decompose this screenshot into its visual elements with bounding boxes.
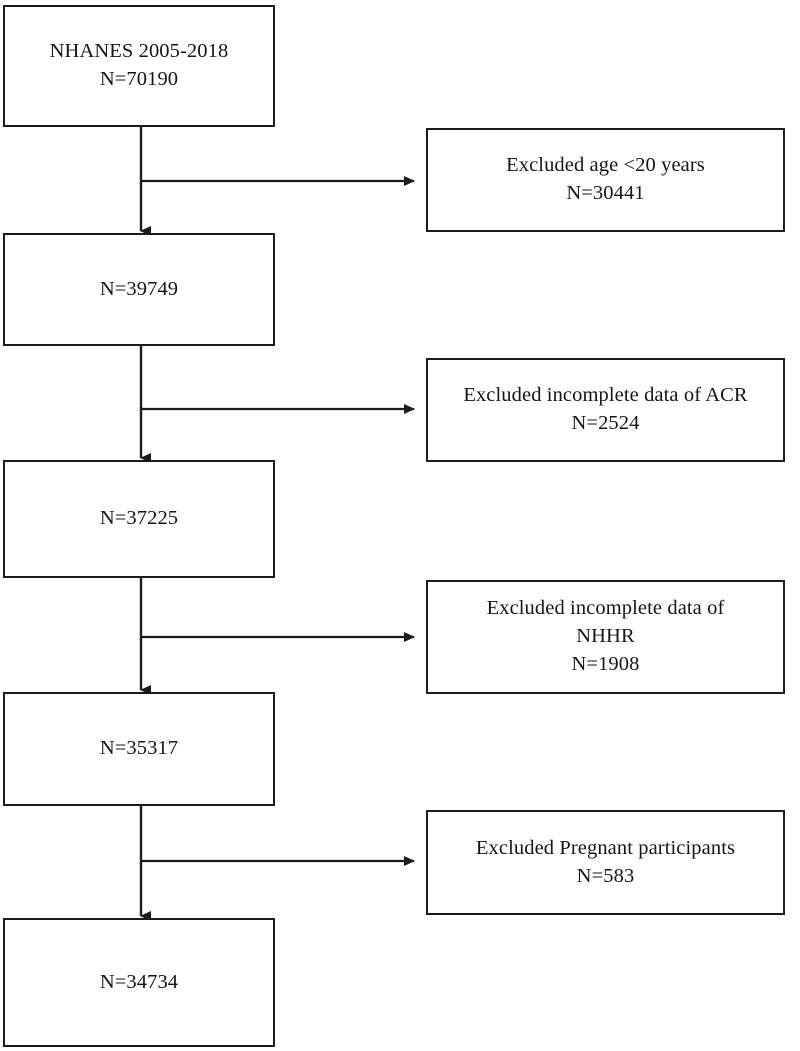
node-cohort-final: N=34734 (3, 918, 275, 1047)
connector-segment-4 (139, 806, 415, 921)
node-cohort-after-nhhr-exclusion: N=35317 (3, 692, 275, 806)
node-label: N=34734 (99, 970, 179, 993)
node-exclusion-nhhr: Excluded incomplete data of NHHR N=1908 (426, 580, 785, 694)
node-label: Excluded age <20 years N=30441 (506, 154, 705, 204)
connector-segment-1 (139, 127, 415, 236)
node-label: N=37225 (99, 507, 179, 530)
node-label: NHANES 2005-2018 N=70190 (49, 40, 229, 90)
node-label: N=39749 (99, 277, 179, 300)
connector-segment-3 (139, 578, 415, 695)
node-label: Excluded incomplete data of NHHR N=1908 (486, 597, 725, 675)
node-label: Excluded incomplete data of ACR N=2524 (463, 384, 748, 434)
node-cohort-after-age-exclusion: N=39749 (3, 233, 275, 346)
node-exclusion-age: Excluded age <20 years N=30441 (426, 128, 785, 232)
node-cohort-baseline: NHANES 2005-2018 N=70190 (3, 5, 275, 127)
node-exclusion-acr: Excluded incomplete data of ACR N=2524 (426, 358, 785, 462)
node-label: N=35317 (99, 737, 179, 760)
connector-segment-2 (139, 346, 415, 463)
node-label: Excluded Pregnant participants N=583 (475, 836, 736, 887)
node-cohort-after-acr-exclusion: N=37225 (3, 460, 275, 578)
node-exclusion-pregnant: Excluded Pregnant participants N=583 (426, 810, 785, 915)
